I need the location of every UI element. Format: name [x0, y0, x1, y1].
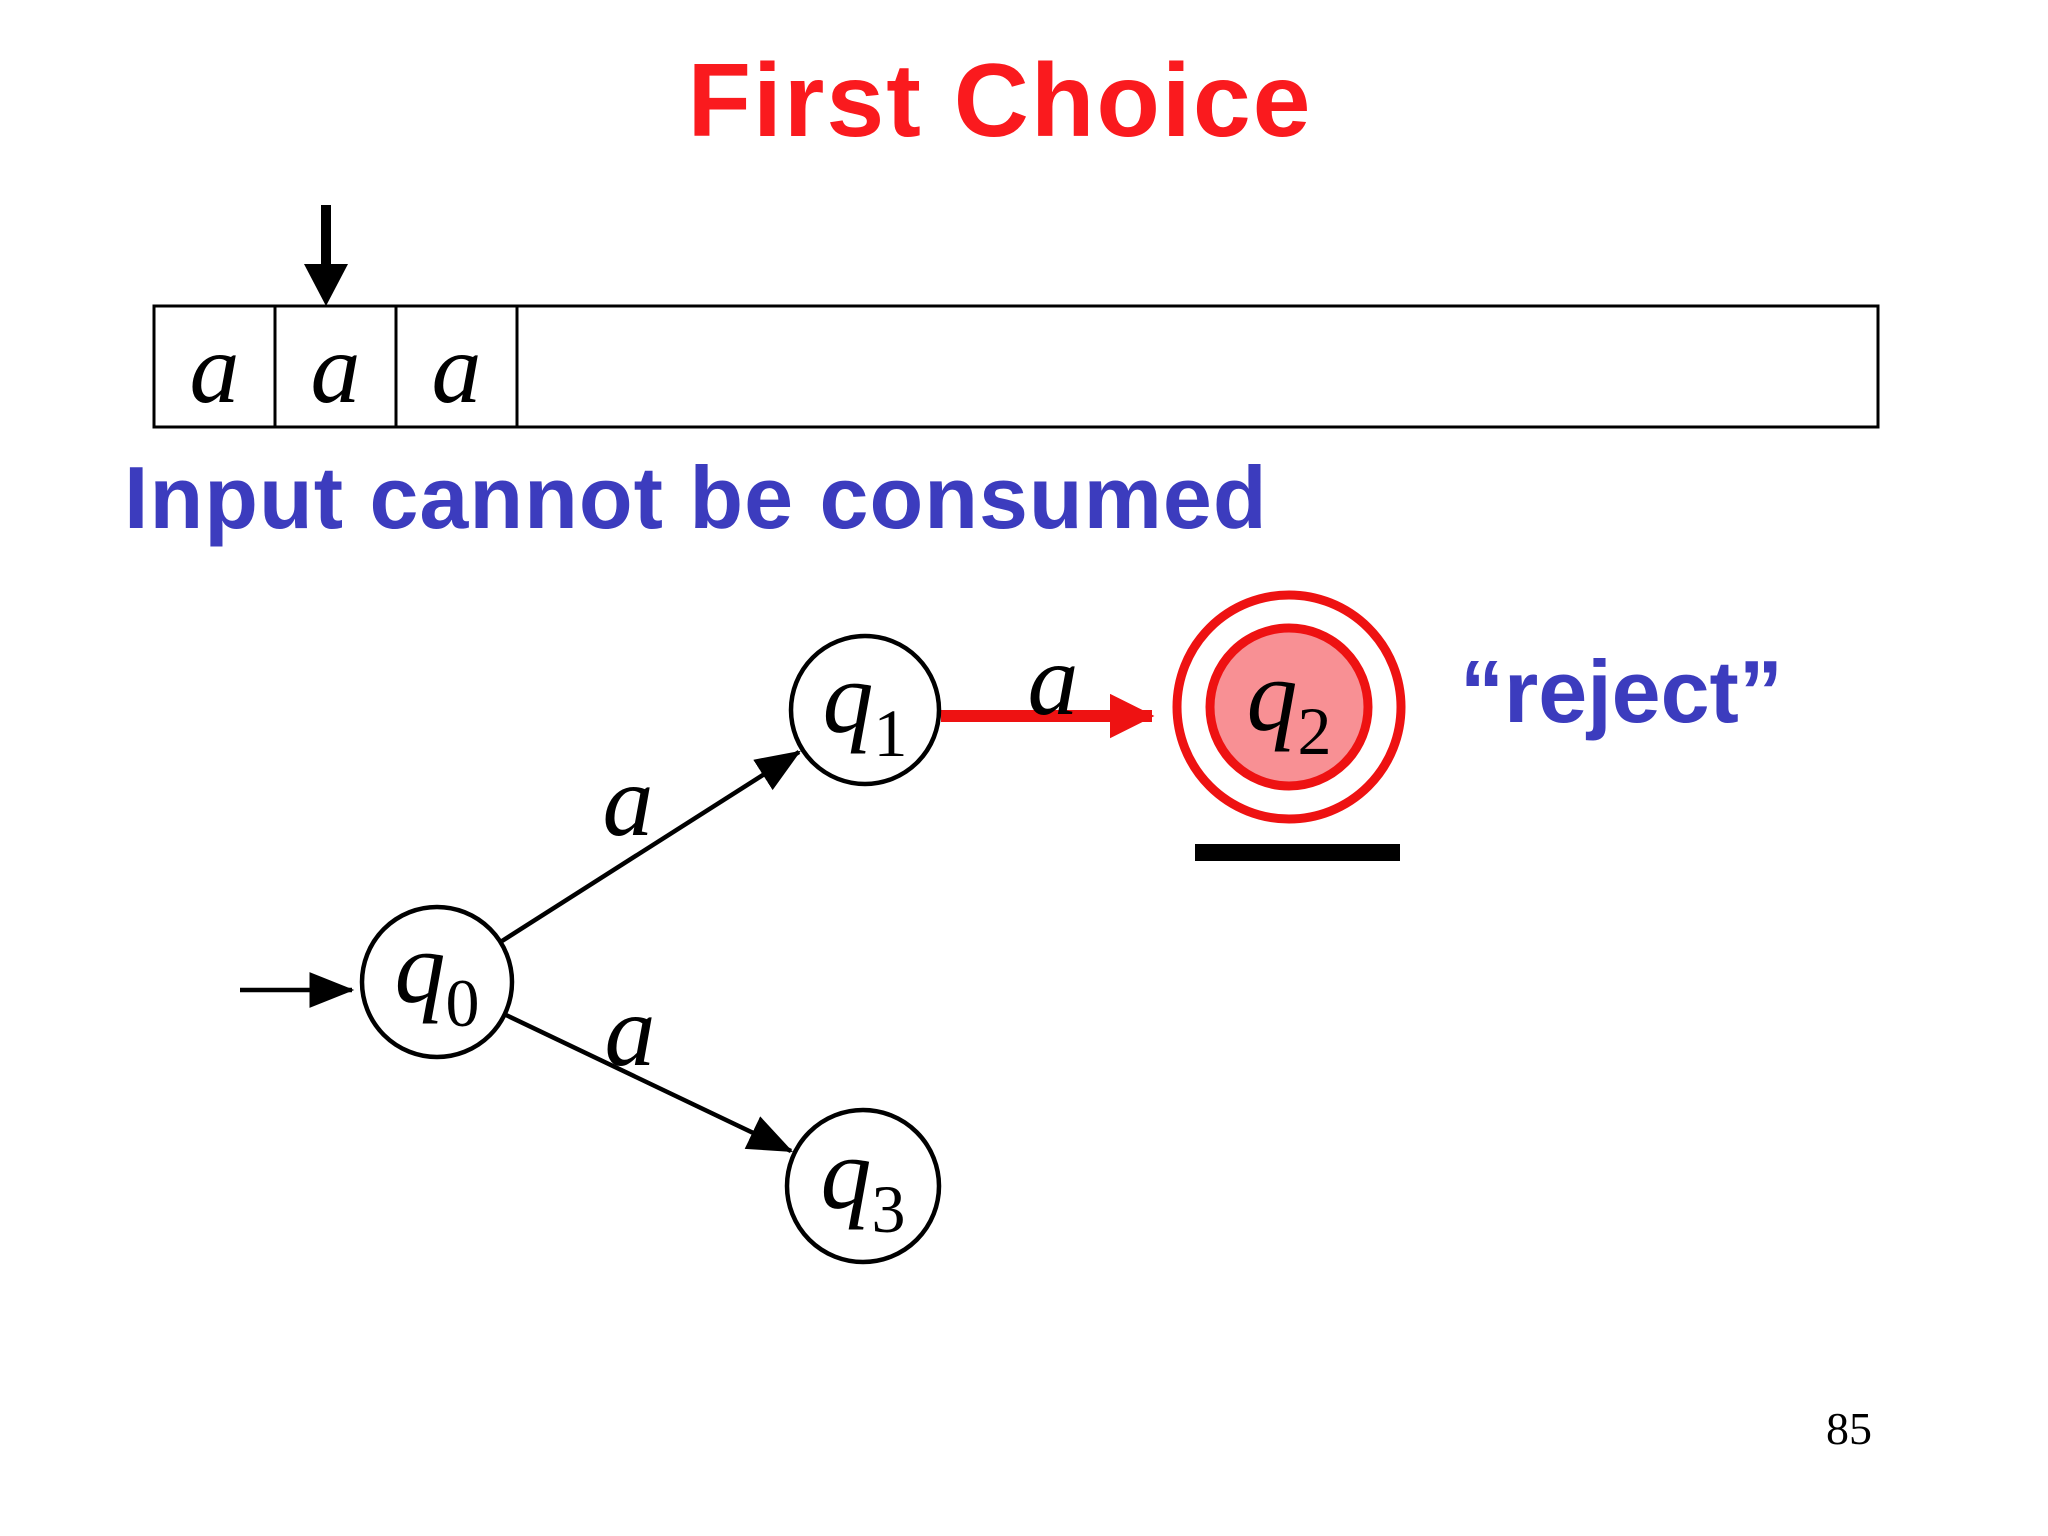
page-number: 85: [1826, 1403, 1872, 1454]
input-tape: [152, 304, 1880, 429]
state-subscript: 3: [871, 1171, 906, 1248]
state-label-q0: q0: [395, 910, 480, 1043]
tape-head-arrow-icon: [304, 205, 348, 306]
tape-cell-letter-2: a: [310, 313, 361, 424]
caption-input-cannot-be-consumed: Input cannot be consumed: [124, 448, 1268, 547]
state-subscript: 0: [445, 965, 480, 1042]
state-circle-q3: [784, 1107, 942, 1265]
state-label-q2: q2: [1247, 638, 1332, 771]
state-symbol: q: [394, 912, 446, 1026]
state-label-q3: q3: [821, 1116, 906, 1249]
tape-cell-letter-3: a: [431, 313, 482, 424]
edge-label-q0-q3: a: [604, 975, 656, 1088]
state-subscript: 1: [873, 695, 908, 772]
slide-title: First Choice: [687, 43, 1313, 159]
state-symbol: q: [820, 1118, 872, 1232]
state-circle-q2-inner: [1205, 623, 1373, 791]
transition-arrow-q0-q3: [505, 1012, 794, 1154]
edge-label-q1-q2: a: [1027, 624, 1079, 737]
state-symbol: q: [1246, 640, 1298, 754]
state-subscript: 2: [1297, 693, 1332, 770]
edge-label-q0-q1: a: [602, 745, 654, 858]
q2-underline-bar: [1195, 844, 1400, 861]
reject-annotation: “reject”: [1460, 642, 1783, 741]
state-label-q1: q1: [823, 640, 908, 773]
state-circle-q0: [359, 904, 515, 1060]
state-symbol: q: [822, 642, 874, 756]
tape-cell-letter-1: a: [189, 313, 240, 424]
tape-head-arrow-head: [304, 264, 348, 306]
transition-arrow-q0-q1: [500, 750, 801, 943]
state-circle-q1: [788, 633, 942, 787]
